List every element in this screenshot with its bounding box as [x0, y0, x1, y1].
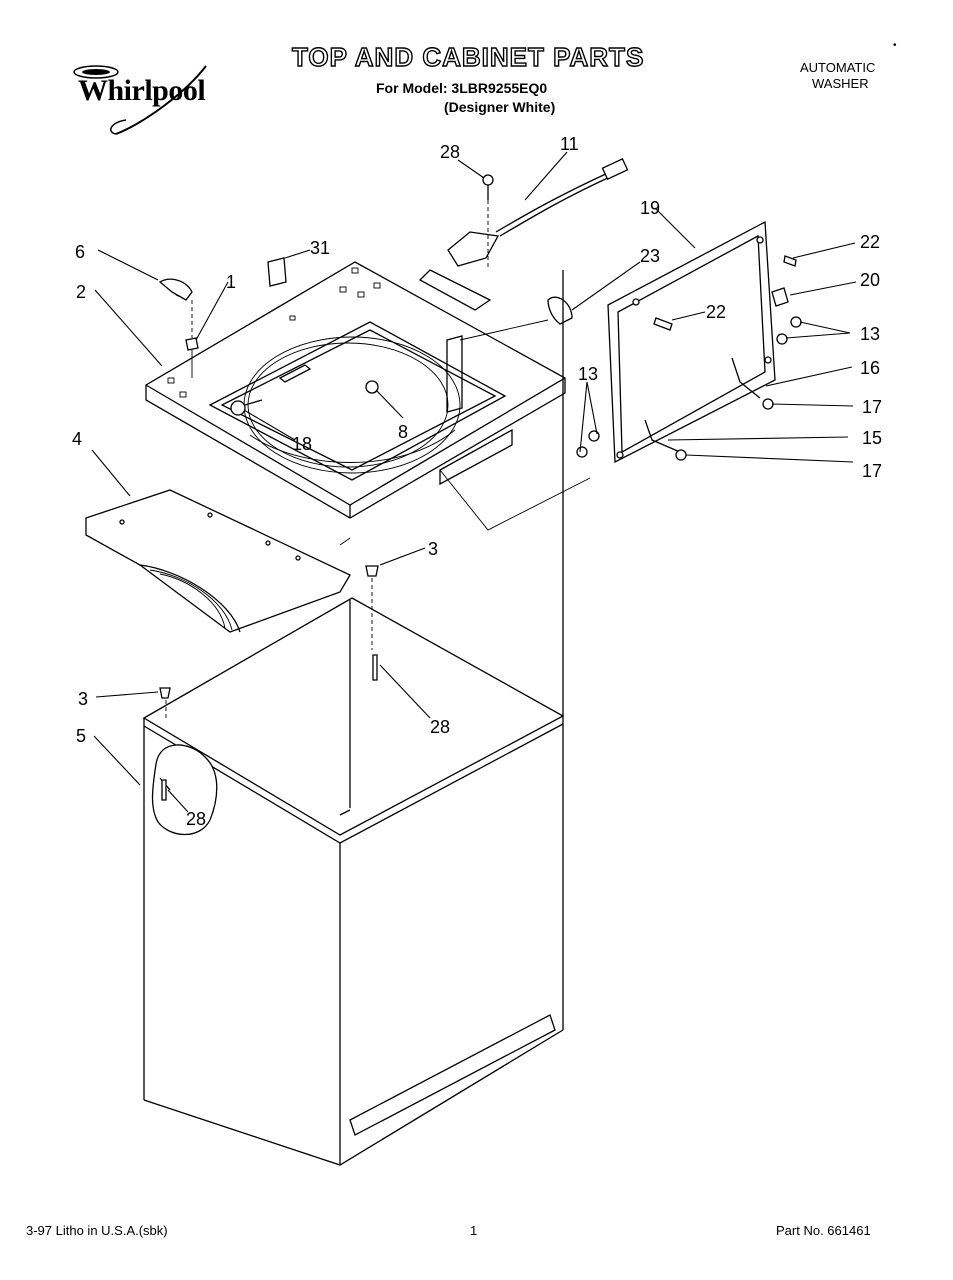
- lid-frame: [607, 220, 776, 464]
- callout-4: 4: [72, 429, 82, 449]
- callout-19: 19: [640, 198, 660, 218]
- callout-5: 5: [76, 726, 86, 746]
- callout-1: 1: [226, 272, 236, 292]
- litho-note: 3-97 Litho in U.S.A.(sbk): [26, 1223, 168, 1238]
- callout-labels: 28 11 19 6 31 1 2 23 22 20 22 13 13 16 1…: [72, 134, 882, 829]
- model-variant: (Designer White): [444, 99, 556, 115]
- callout-11: 11: [560, 134, 579, 154]
- washer-top-panel: [145, 261, 566, 519]
- callout-17-upper: 17: [862, 397, 882, 417]
- callout-28-bubble: 28: [186, 809, 206, 829]
- rear-shield: [85, 489, 351, 633]
- callout-3-upper: 3: [428, 539, 438, 559]
- model-line: For Model: 3LBR9255EQ0: [376, 80, 548, 96]
- washer-cabinet: [142, 270, 565, 1166]
- callout-8: 8: [398, 422, 408, 442]
- callout-13-left: 13: [578, 364, 598, 384]
- callout-16: 16: [860, 358, 880, 378]
- callout-3-lower: 3: [78, 689, 88, 709]
- callout-23: 23: [640, 246, 660, 266]
- product-type-line-2: WASHER: [812, 76, 869, 91]
- callout-13-right: 13: [860, 324, 880, 344]
- callout-22-inner: 22: [706, 302, 726, 322]
- callout-15: 15: [862, 428, 882, 448]
- callout-28-mid: 28: [430, 717, 450, 737]
- corner-mark: •: [893, 40, 897, 51]
- lid-switch-harness: [418, 158, 629, 311]
- callout-6: 6: [75, 242, 85, 262]
- callout-31: 31: [310, 238, 330, 258]
- brand-name: Whirlpool: [78, 74, 206, 107]
- callout-22-top: 22: [860, 232, 880, 252]
- page-title: TOP AND CABINET PARTS: [291, 41, 645, 72]
- callout-18: 18: [292, 434, 312, 454]
- leader-lines: [91, 151, 857, 813]
- callout-17-lower: 17: [862, 461, 882, 481]
- callout-28: 28: [440, 142, 460, 162]
- whirlpool-logo: [73, 65, 207, 135]
- part-number: Part No. 661461: [776, 1223, 871, 1238]
- callout-2: 2: [76, 282, 86, 302]
- product-type-line-1: AUTOMATIC: [800, 60, 876, 75]
- callout-20: 20: [860, 270, 880, 290]
- page-number: 1: [470, 1223, 478, 1238]
